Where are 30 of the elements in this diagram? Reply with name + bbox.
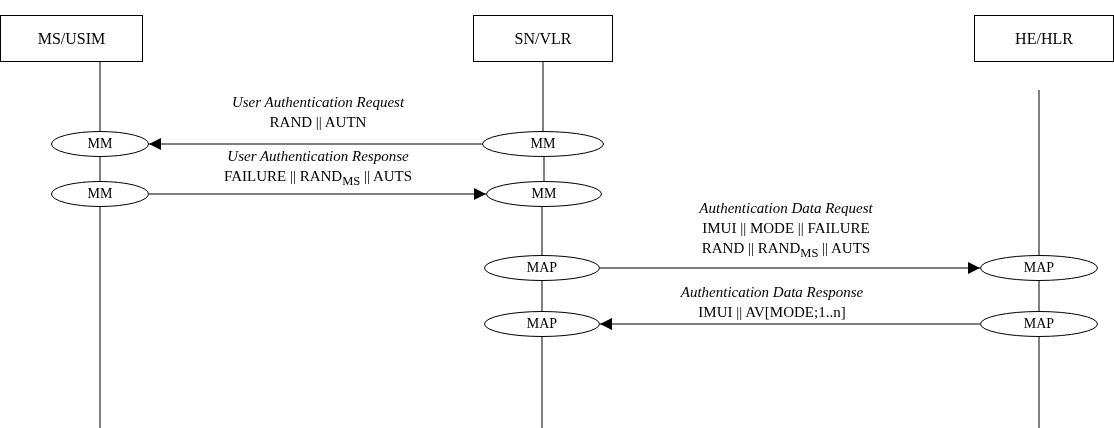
lifeline xyxy=(99,61,101,132)
message-label: Authentication Data Response IMUI || AV[MODE;1..n] xyxy=(679,283,865,322)
entity-box: SN/VLR xyxy=(473,15,613,62)
lifeline xyxy=(541,336,543,428)
message-arrow xyxy=(148,188,487,200)
protocol-ellipse: MAP xyxy=(980,255,1098,281)
lifeline xyxy=(99,206,101,428)
protocol-ellipse: MAP xyxy=(484,255,600,281)
entity-box: HE/HLR xyxy=(974,15,1114,62)
lifeline xyxy=(99,156,101,182)
message-label: User Authentication Response FAILURE || RAND$_{MS}$ || AUTS xyxy=(222,147,414,190)
protocol-ellipse: MM xyxy=(51,181,149,207)
lifeline xyxy=(1038,336,1040,428)
protocol-ellipse: MAP xyxy=(980,311,1098,337)
message-arrow xyxy=(599,262,981,274)
protocol-ellipse: MM xyxy=(486,181,602,207)
protocol-ellipse: MM xyxy=(482,131,604,157)
entity-box: MS/USIM xyxy=(0,15,143,62)
message-arrow xyxy=(599,318,981,330)
lifeline xyxy=(542,61,544,132)
protocol-ellipse: MM xyxy=(51,131,149,157)
protocol-ellipse: MAP xyxy=(484,311,600,337)
lifeline xyxy=(1038,89,1040,256)
lifeline xyxy=(543,156,545,182)
lifeline xyxy=(541,280,543,312)
message-label: Authentication Data Request IMUI || MODE || FAILURE RAND || RAND$_{MS}$ || AUTS xyxy=(697,199,874,262)
message-label: User Authentication Request RAND || AUTN xyxy=(230,93,406,132)
message-arrow xyxy=(148,138,483,150)
lifeline xyxy=(1038,280,1040,312)
lifeline xyxy=(541,206,543,256)
